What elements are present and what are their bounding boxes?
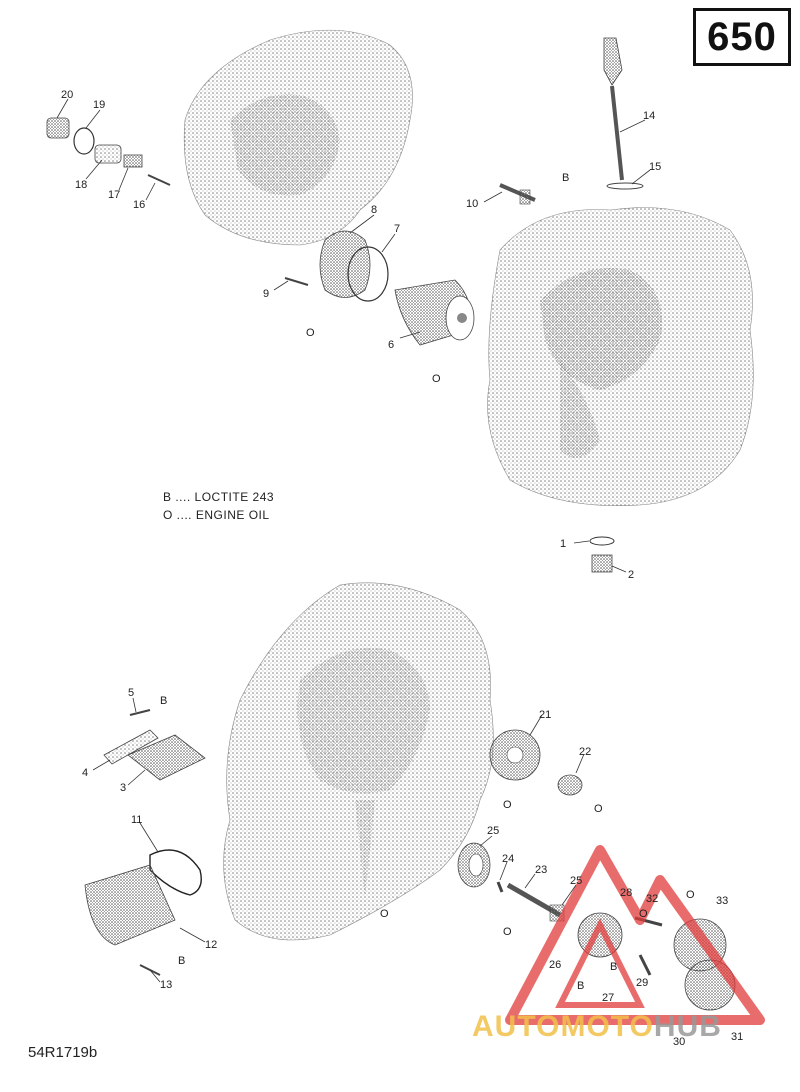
callout-numbers: 1 2 3 4 5 6 7 8 9 10 11 12 13 14 15 16 1… [61, 89, 743, 1048]
drain-plug-assembly [46, 117, 171, 186]
code-o-22: O [594, 803, 603, 815]
code-b-10: B [562, 172, 569, 184]
callout-1: 1 [560, 538, 566, 550]
screw-10 [499, 183, 536, 205]
leader-lines [56, 98, 651, 983]
code-b-5: B [160, 695, 167, 707]
code-o-9: O [306, 327, 315, 339]
callout-7: 7 [394, 223, 400, 235]
callout-27: 27 [602, 992, 614, 1004]
lower-crankcase [223, 582, 494, 941]
code-b-29: B [610, 961, 617, 973]
code-o-23: O [503, 926, 512, 938]
callout-12: 12 [205, 939, 217, 951]
callout-5: 5 [128, 687, 134, 699]
callout-20: 20 [61, 89, 73, 101]
callout-2: 2 [628, 569, 634, 581]
oil-filter [394, 279, 475, 346]
callout-6: 6 [388, 339, 394, 351]
code-b-13: B [178, 955, 185, 967]
code-o-32: O [686, 889, 695, 901]
watermark-part2: HUB [653, 1010, 722, 1043]
upper-crankcase-main [487, 207, 754, 506]
oil-strainer [103, 709, 206, 781]
callout-14: 14 [643, 110, 655, 122]
callout-31: 31 [731, 1031, 743, 1043]
callout-29: 29 [636, 977, 648, 989]
oil-seal-25 [457, 842, 491, 888]
diagram-reference-code: 54R1719b [28, 1044, 98, 1061]
dipstick [603, 37, 644, 190]
callout-23: 23 [535, 864, 547, 876]
legend-code-b: B [163, 490, 172, 504]
code-o-28: O [639, 908, 648, 920]
drain-plug-bottom [589, 536, 615, 573]
callout-25: 25 [487, 825, 499, 837]
callout-9: 9 [263, 288, 269, 300]
callout-11: 11 [131, 814, 142, 826]
legend-text-o: ENGINE OIL [195, 508, 270, 522]
callout-26: 26 [549, 959, 561, 971]
callout-19: 19 [93, 99, 105, 111]
legend: B .... LOCTITE 243 O .... ENGINE OIL [163, 488, 274, 524]
watermark-text: AUTOMOTOHUB [472, 1010, 722, 1044]
callout-13: 13 [160, 979, 172, 991]
watermark-logo [505, 845, 765, 1025]
callout-24: 24 [502, 853, 514, 865]
callout-17: 17 [108, 189, 120, 201]
code-o-6: O [432, 373, 441, 385]
callout-16: 16 [133, 199, 145, 211]
application-codes: B B B B B O O O O O O O O [160, 172, 695, 992]
code-o-21: O [503, 799, 512, 811]
legend-item-o: O .... ENGINE OIL [163, 506, 274, 524]
upper-crankcase-cover [183, 29, 413, 246]
callout-30: 30 [673, 1036, 685, 1048]
legend-code-o: O [163, 508, 173, 522]
model-badge: 650 [693, 8, 791, 66]
oil-pan-cover [84, 849, 202, 976]
code-o-crankcase: O [380, 908, 389, 920]
callout-32: 32 [646, 893, 658, 905]
callout-3: 3 [120, 782, 126, 794]
callout-10: 10 [466, 198, 478, 210]
legend-separator: .... [172, 508, 196, 522]
callout-4: 4 [82, 767, 88, 779]
callout-22: 22 [579, 746, 591, 758]
callout-28: 28 [620, 887, 632, 899]
legend-item-b: B .... LOCTITE 243 [163, 488, 274, 506]
watermark-part1: AUTOMOTO [472, 1010, 654, 1043]
bearing-22 [557, 774, 583, 796]
callout-8: 8 [371, 204, 377, 216]
callout-25b: 25 [570, 875, 582, 887]
legend-text-b: LOCTITE 243 [194, 490, 275, 504]
oil-filter-cover [284, 230, 389, 302]
pump-shaft [496, 881, 565, 922]
callout-18: 18 [75, 179, 87, 191]
callout-15: 15 [649, 161, 661, 173]
code-b-27: B [577, 980, 584, 992]
callout-21: 21 [539, 709, 551, 721]
legend-separator: .... [171, 490, 195, 504]
oil-pump-gear-21 [489, 729, 541, 781]
callout-33: 33 [716, 895, 728, 907]
